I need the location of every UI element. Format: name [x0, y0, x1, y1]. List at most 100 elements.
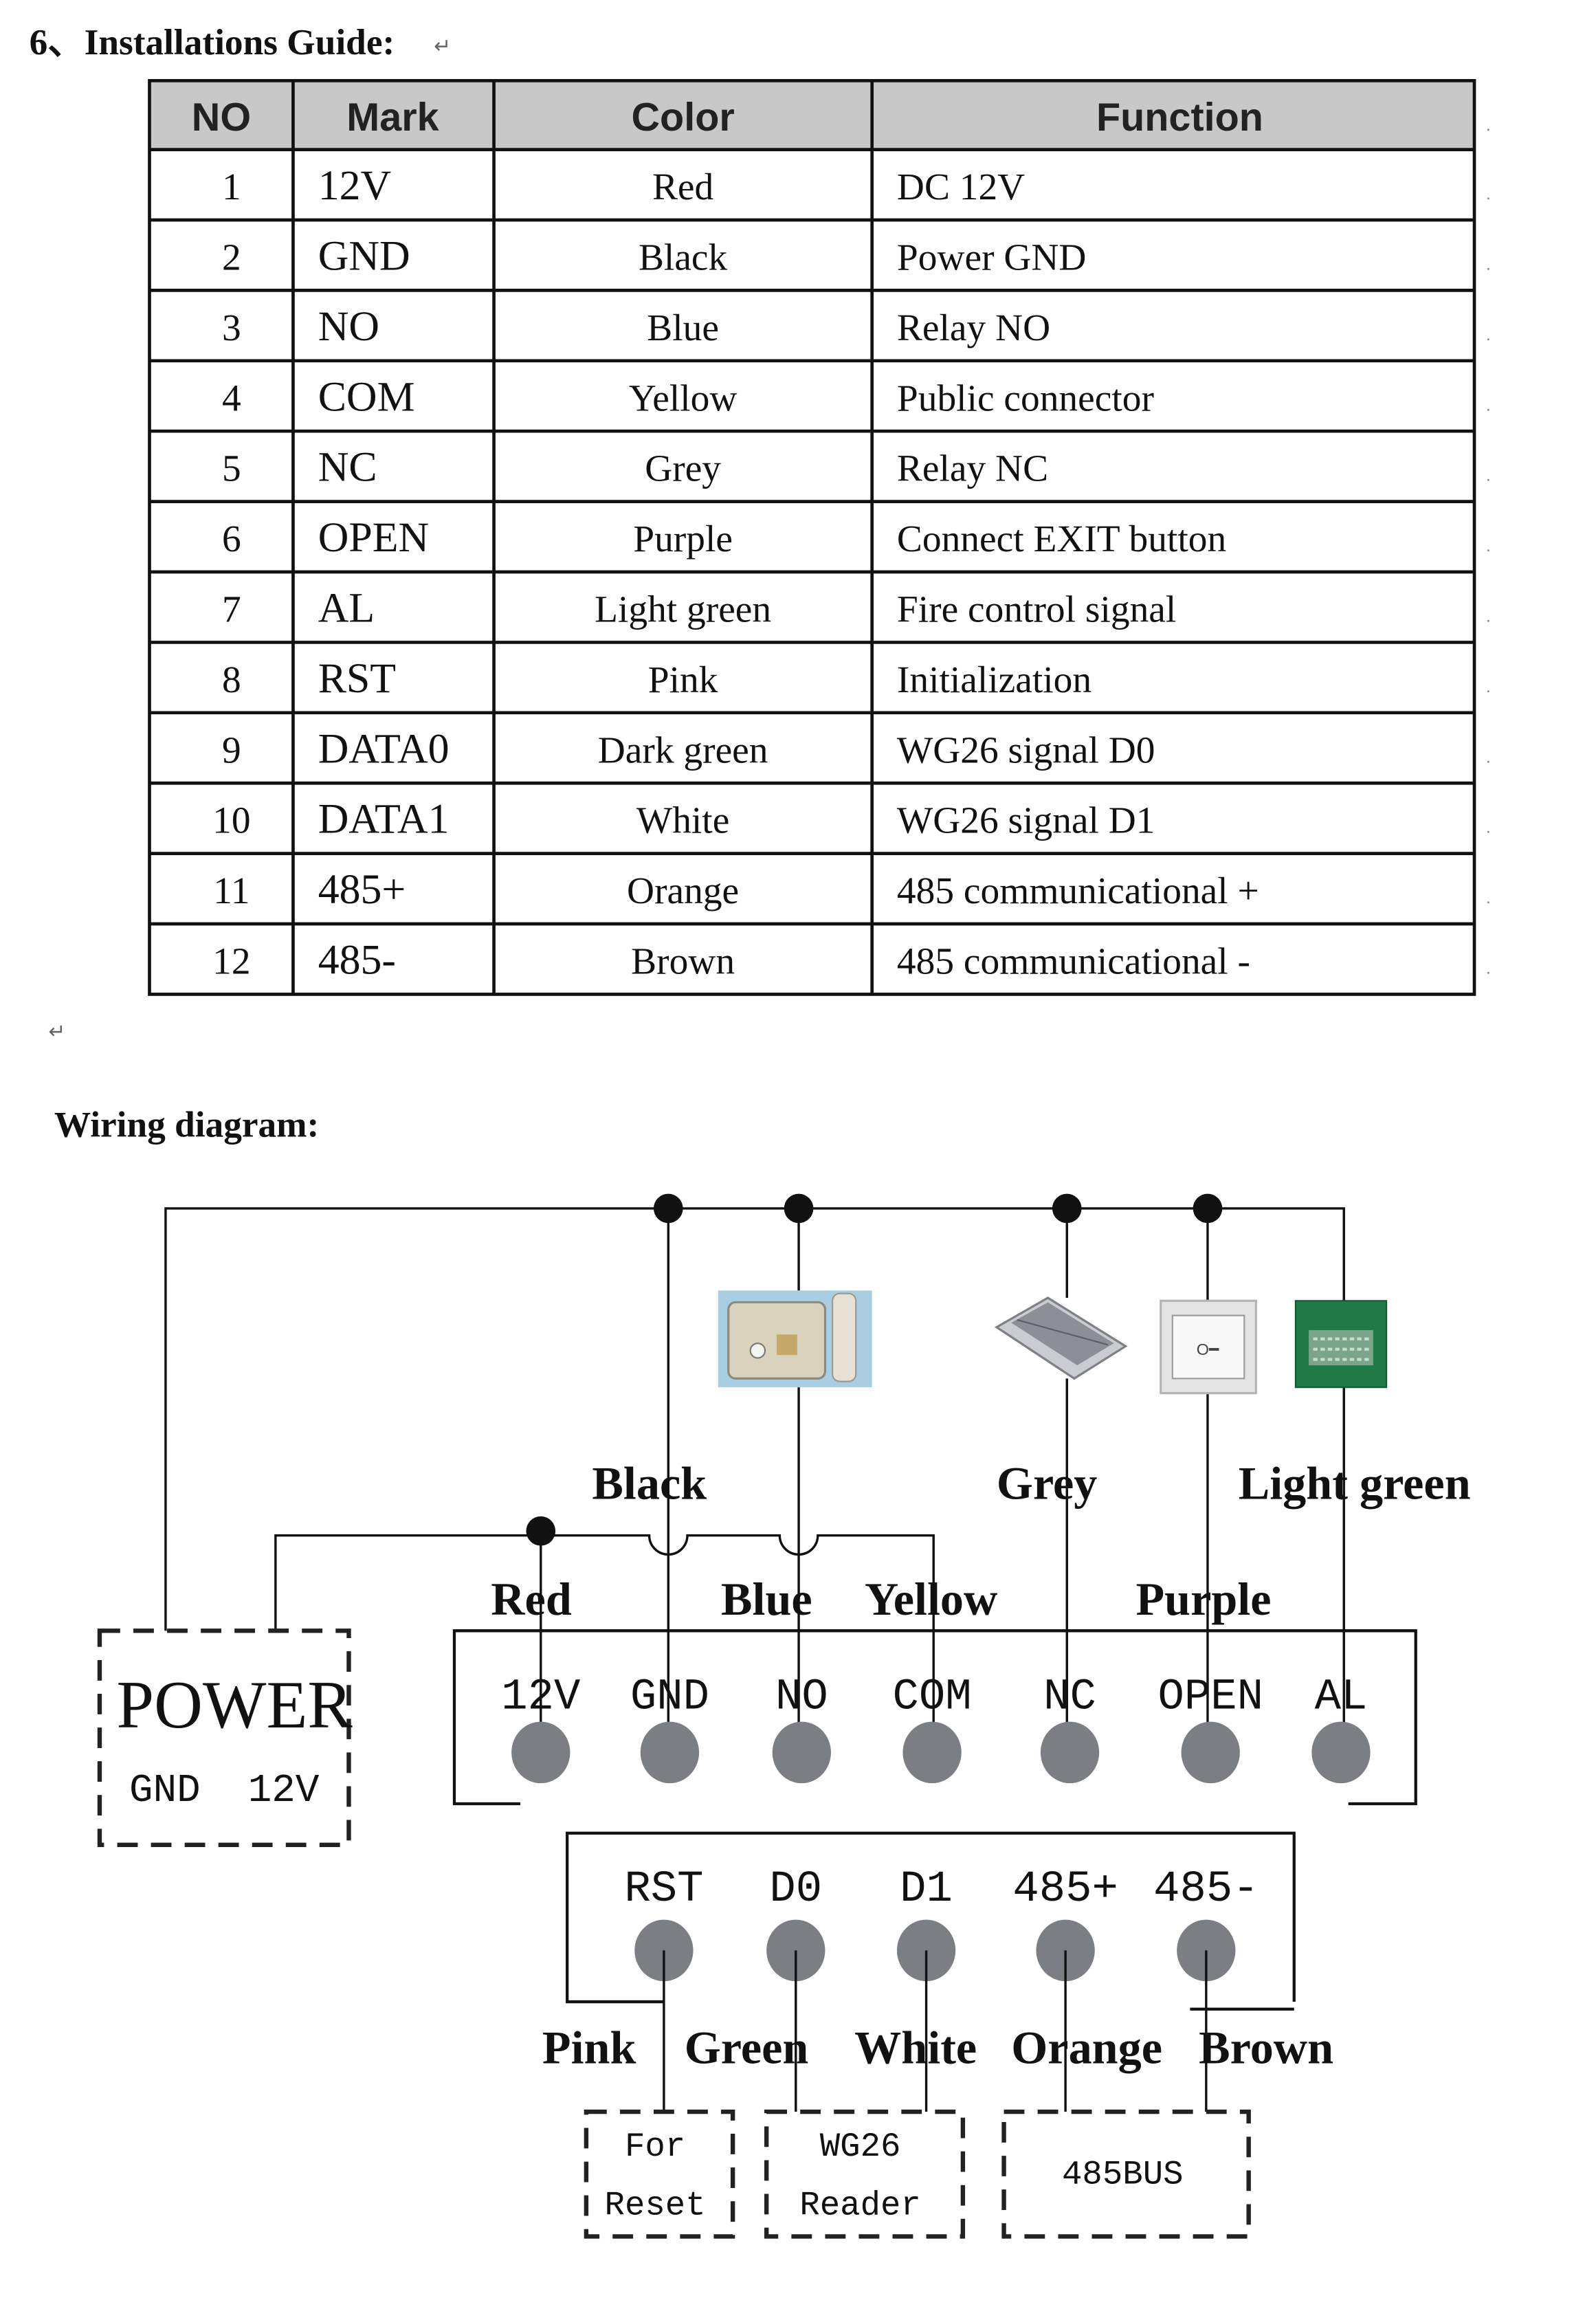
cell-mark: NC — [318, 444, 377, 491]
terminal-label: NC — [1043, 1672, 1096, 1722]
label-grey: Grey — [997, 1457, 1097, 1509]
cell-function: Initialization — [897, 659, 1091, 700]
cell-no: 8 — [222, 659, 241, 700]
exit-button-icon: O━ — [1160, 1299, 1257, 1395]
label-red: Red — [491, 1573, 572, 1625]
terminal-label: RST — [624, 1865, 703, 1914]
cell-function: Public connector — [897, 377, 1154, 419]
cell-no: 2 — [222, 236, 241, 278]
power-box — [97, 1628, 351, 1847]
table-header-function: Function — [1096, 96, 1263, 140]
label-brown: Brown — [1199, 2022, 1333, 2074]
row-end-mark: . — [1486, 958, 1490, 978]
cell-color: White — [636, 799, 729, 841]
label-white: White — [854, 2022, 977, 2074]
cell-function: Power GND — [897, 236, 1087, 278]
lower-terminal-block — [566, 1831, 1296, 2004]
cell-color: Grey — [645, 448, 721, 489]
cell-function: Relay NO — [897, 307, 1050, 349]
power-title: POWER — [117, 1668, 353, 1743]
cell-function: Connect EXIT button — [897, 518, 1226, 560]
paragraph-mark: ↵ — [48, 1020, 65, 1043]
wire-power-12v-red — [274, 1534, 935, 1745]
row-end-mark: . — [1486, 676, 1490, 696]
terminal-label: OPEN — [1157, 1672, 1263, 1722]
wiring-diagram-title: Wiring diagram: — [54, 1103, 319, 1145]
cell-no: 9 — [222, 729, 241, 771]
cell-function: WG26 signal D0 — [897, 729, 1155, 771]
terminal-label: 485+ — [1012, 1865, 1118, 1914]
table-row: 6 OPEN Purple Connect EXIT button. — [222, 514, 1490, 561]
cell-color: Yellow — [629, 377, 738, 419]
terminal-label: AL — [1315, 1672, 1368, 1722]
label-yellow: Yellow — [865, 1573, 997, 1625]
terminal-open: OPEN — [1157, 1672, 1263, 1784]
table-row: 4 COM Yellow Public connector. — [222, 373, 1490, 420]
paragraph-mark: ↵ — [434, 35, 451, 58]
485bus-label: 485BUS — [1062, 2156, 1184, 2194]
terminal-label: GND — [630, 1672, 709, 1722]
table-header-bg — [149, 80, 1475, 150]
row-end-mark: . — [1486, 184, 1490, 203]
terminal-label: 12V — [501, 1672, 581, 1722]
fire-alarm-icon — [1294, 1300, 1388, 1389]
485bus-box — [1001, 2109, 1251, 2239]
cell-function: 485 communicational - — [897, 940, 1250, 982]
reset-box-line2: Reset — [605, 2186, 706, 2224]
row-end-mark: . — [1486, 115, 1490, 135]
cell-no: 7 — [222, 588, 241, 630]
cell-no: 4 — [222, 377, 241, 419]
cell-no: 6 — [222, 518, 241, 560]
terminal-label: D0 — [769, 1865, 822, 1914]
terminal-al: AL — [1311, 1672, 1371, 1784]
terminal-rst: RST — [624, 1865, 703, 1982]
terminal-gnd: GND — [630, 1672, 709, 1784]
table-row: 8 RST Pink Initialization. — [222, 655, 1490, 702]
cell-no: 3 — [222, 307, 241, 349]
cell-color: Purple — [633, 518, 733, 560]
row-end-mark: . — [1486, 747, 1490, 766]
reader-box — [764, 2109, 966, 2239]
row-end-mark: . — [1486, 324, 1490, 344]
electric-lock-icon — [718, 1290, 872, 1388]
magnetic-lock-icon — [994, 1296, 1128, 1380]
terminal-screw — [902, 1721, 962, 1784]
cell-function: 485 communicational + — [897, 870, 1259, 912]
cell-color: Pink — [648, 659, 718, 700]
terminal-label: NO — [775, 1672, 828, 1722]
row-end-mark: . — [1486, 535, 1490, 555]
label-black: Black — [592, 1457, 707, 1509]
label-blue: Blue — [721, 1573, 812, 1625]
row-end-mark: . — [1486, 254, 1490, 274]
terminal-screw — [772, 1721, 831, 1784]
terminal-screw — [1040, 1721, 1100, 1784]
table-header-color: Color — [631, 96, 734, 140]
terminal-screw — [1181, 1721, 1240, 1784]
cell-mark: GND — [318, 233, 410, 280]
wire-bus-top — [164, 1207, 1345, 1745]
cell-mark: OPEN — [318, 514, 429, 561]
table-border — [148, 78, 1476, 996]
cell-mark: RST — [318, 655, 396, 702]
cell-mark: COM — [318, 373, 415, 420]
cell-color: Brown — [631, 940, 735, 982]
terminal-label: D1 — [900, 1865, 953, 1914]
label-orange: Orange — [1011, 2022, 1162, 2074]
terminal-no: NO — [772, 1672, 831, 1784]
cell-no: 11 — [213, 870, 250, 912]
terminal-screw — [511, 1721, 570, 1784]
cell-color: Blue — [647, 307, 719, 349]
cell-mark: 485+ — [318, 866, 406, 913]
terminal-label: COM — [893, 1672, 972, 1722]
cell-color: Black — [639, 236, 728, 278]
cell-mark: DATA1 — [318, 796, 450, 843]
wiring-diagram: O━ Black Grey Light green Red Blue Yello… — [97, 1193, 1471, 2239]
row-end-mark: . — [1486, 395, 1490, 415]
